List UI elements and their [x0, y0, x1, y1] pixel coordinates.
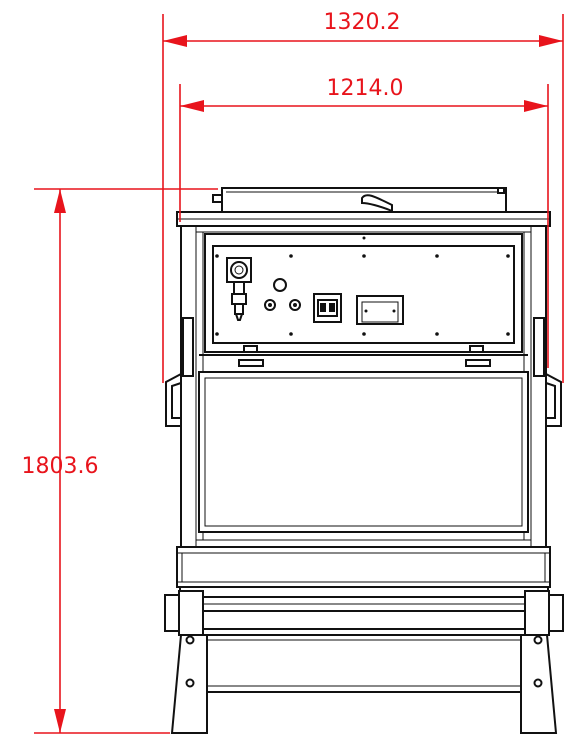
wheel-cradle	[179, 586, 549, 630]
generator-outline	[164, 187, 564, 734]
dimension-overall-width: 1320.2	[162, 10, 564, 383]
leg-left	[170, 634, 208, 734]
panel-screws	[215, 236, 510, 336]
arrowhead-right	[539, 35, 563, 47]
breaker-right-icon	[289, 299, 301, 311]
dimension-overall-height: 1803.6	[22, 188, 218, 734]
twist-lock-outlet-icon	[226, 257, 252, 321]
overall-height-label: 1803.6	[22, 454, 99, 479]
lower-crossbar	[206, 634, 522, 693]
meter-display-icon	[356, 295, 404, 325]
panel-clips	[199, 345, 528, 367]
dimension-annotations: 1320.2 1214.0 1803.6	[22, 10, 564, 734]
side-handle-left	[165, 317, 194, 427]
indicator-lamp-icon	[273, 278, 287, 292]
side-handle-right	[533, 317, 562, 427]
arrowhead-right	[524, 100, 548, 112]
arrowhead-bottom	[54, 709, 66, 733]
leg-right	[520, 634, 558, 734]
dimension-inner-width: 1214.0	[179, 76, 549, 368]
arrowhead-left	[163, 35, 187, 47]
control-panel	[204, 233, 523, 353]
lower-door	[198, 371, 529, 533]
top-lid	[212, 187, 507, 213]
overall-width-label: 1320.2	[324, 10, 401, 35]
inner-width-label: 1214.0	[327, 76, 404, 101]
arrowhead-top	[54, 189, 66, 213]
arrowhead-left	[180, 100, 204, 112]
base-frame	[176, 546, 551, 588]
axle-end-right	[524, 590, 564, 636]
breaker-left-icon	[264, 299, 276, 311]
duplex-outlet-icon	[313, 293, 342, 323]
axle-end-left	[164, 590, 204, 636]
